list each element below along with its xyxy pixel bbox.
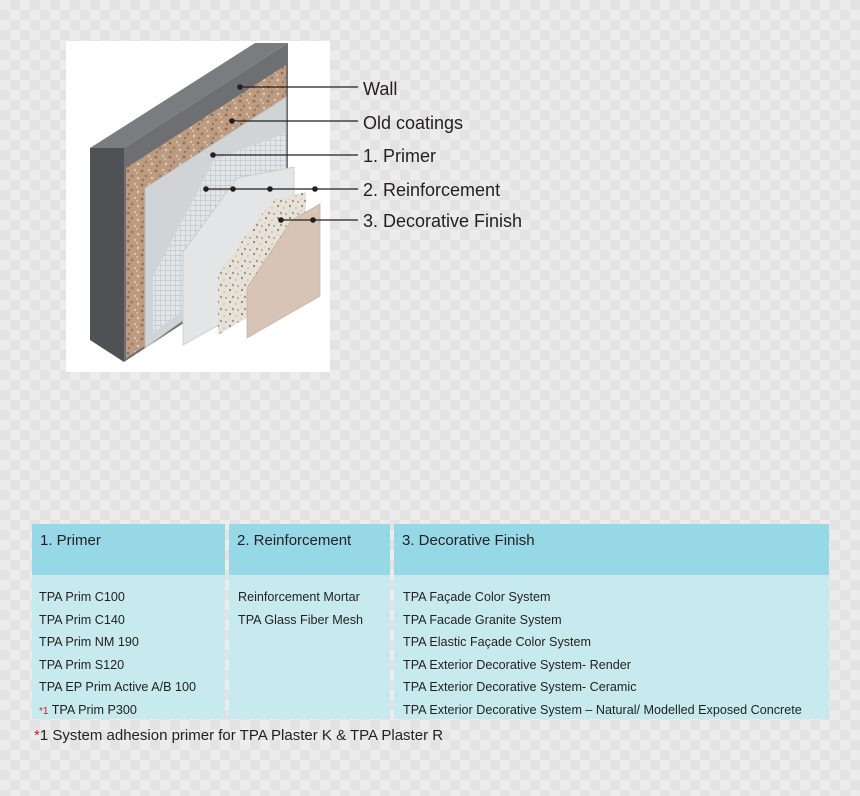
callout-reinforcement: 2. Reinforcement: [363, 180, 501, 200]
wall-layers-illustration: [66, 41, 358, 372]
reinforcement-product: TPA Glass Fiber Mesh: [238, 612, 364, 627]
decorative-finish-column-header: 3. Decorative Finish: [394, 524, 829, 575]
decorative-finish-column-body: TPA Façade Color System TPA Facade Grani…: [394, 575, 829, 719]
footnote-marker: *1: [39, 705, 49, 717]
primer-product-marked: *1 TPA Prim P300: [39, 701, 225, 724]
reinforcement-product: Reinforcement Mortar: [238, 590, 360, 604]
footnote: *1 System adhesion primer for TPA Plaste…: [34, 727, 443, 744]
decorative-finish-product: TPA Facade Granite System: [403, 612, 562, 627]
decorative-finish-product: TPA Exterior Decorative System- Ceramic: [403, 680, 637, 695]
decorative-finish-product: TPA Exterior Decorative System – Natural…: [403, 702, 802, 717]
callout-old-coatings: Old coatings: [363, 113, 464, 133]
primer-column-body: TPA Prim C100 TPA Prim C140 TPA Prim NM …: [32, 575, 225, 719]
reinforcement-column-header: 2. Reinforcement: [229, 524, 390, 575]
primer-product: TPA Prim P300: [51, 702, 137, 717]
granite-finish-layer: [218, 192, 306, 335]
wall-side-face: [90, 148, 124, 362]
primer-column-header: 1. Primer: [32, 524, 225, 575]
reinforcement-column-body: Reinforcement Mortar TPA Glass Fiber Mes…: [229, 575, 390, 719]
wall-top-face: [90, 43, 288, 148]
footnote-asterisk: *: [34, 727, 40, 744]
primer-product: TPA Prim NM 190: [39, 635, 139, 650]
final-color-layer: [246, 203, 321, 339]
primer-product: TPA Prim S120: [39, 657, 125, 672]
primer-product: TPA EP Prim Active A/B 100: [39, 680, 197, 695]
callout-decorative-finish: 3. Decorative Finish: [363, 211, 523, 231]
callout-primer: 1. Primer: [363, 146, 437, 166]
decorative-finish-product: TPA Façade Color System: [403, 590, 551, 604]
footnote-text: 1 System adhesion primer for TPA Plaster…: [39, 727, 444, 744]
callout-leaders: [203, 84, 358, 223]
callout-wall: Wall: [363, 79, 398, 99]
primer-product: TPA Prim C140: [39, 612, 125, 627]
decorative-finish-product: TPA Elastic Façade Color System: [403, 635, 592, 650]
decorative-finish-product: TPA Exterior Decorative System- Render: [403, 657, 631, 672]
primer-product: TPA Prim C100: [39, 590, 125, 604]
